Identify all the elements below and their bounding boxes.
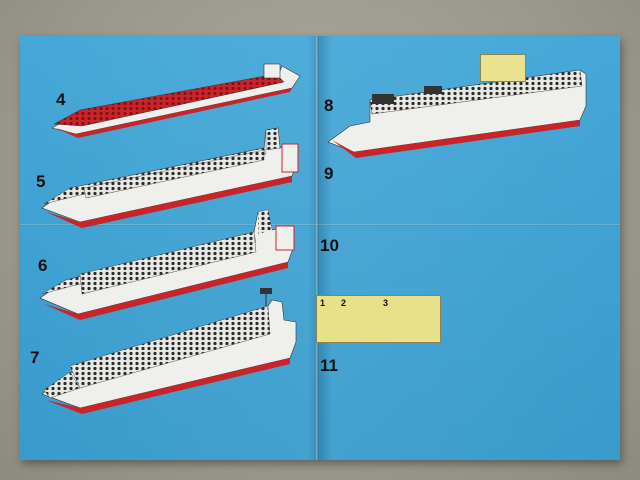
step-number-6: 6	[38, 256, 48, 275]
instruction-sheet: 1 2 3 4 5 6 7 8 9 10 11	[20, 36, 620, 460]
step-number-4: 4	[56, 90, 66, 109]
step-number-7: 7	[30, 348, 40, 367]
horizontal-fold-crease	[20, 224, 620, 226]
sub-assembly-callout: 1 2 3	[316, 295, 441, 343]
callout-step-2: 2	[341, 298, 347, 308]
ship-illustrations	[39, 63, 587, 414]
parts-callout-top	[480, 54, 526, 82]
step-number-8: 8	[324, 96, 334, 115]
step-number-11: 11	[320, 356, 338, 375]
ship-step-6	[39, 209, 295, 320]
callout-step-1: 1	[320, 298, 326, 308]
ship-step-5	[41, 127, 299, 228]
ship-step-7	[41, 288, 297, 414]
step-number-9: 9	[324, 164, 334, 183]
vertical-fold-crease	[316, 36, 319, 460]
step-number-5: 5	[36, 172, 46, 191]
ship-step-8	[327, 69, 587, 158]
callout-step-3: 3	[383, 298, 389, 308]
step-number-10: 10	[320, 236, 339, 255]
ship-step-4	[51, 63, 301, 138]
